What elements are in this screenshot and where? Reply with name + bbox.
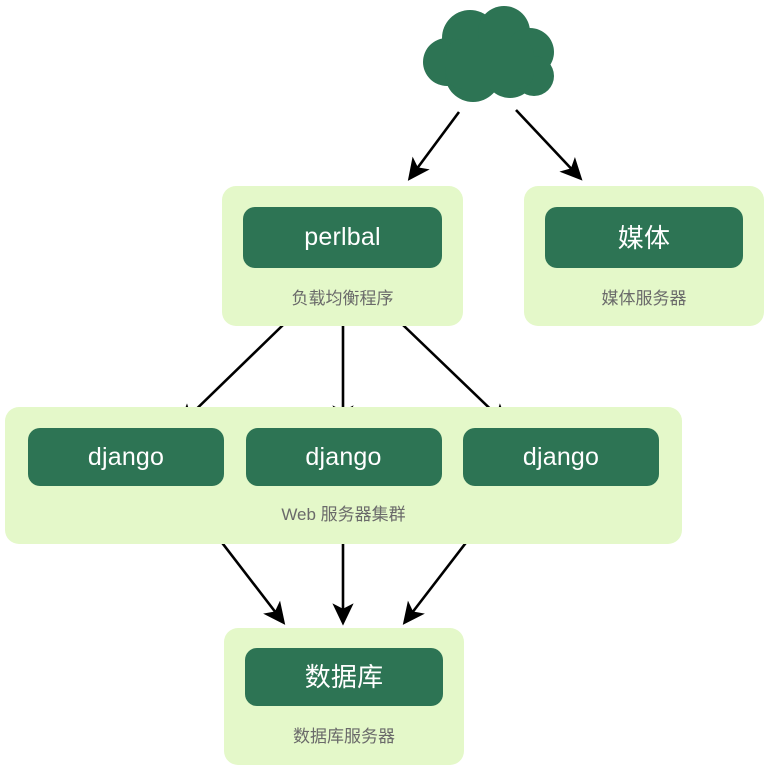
node-django-2[interactable]: django [245,428,442,486]
node-perlbal[interactable]: perlbal [243,207,442,268]
web-cluster-node-row: django django django [5,428,682,486]
node-django-3[interactable]: django [463,428,659,486]
edge-cloud-to-loadbalancer [407,111,461,181]
caption-web-cluster: Web 服务器集群 [281,505,406,524]
group-load-balancer[interactable]: perlbal 负载均衡程序 [222,186,463,326]
caption-database: 数据库服务器 [293,727,395,746]
caption-load-balancer: 负载均衡程序 [291,289,394,308]
group-web-cluster[interactable]: django django django Web 服务器集群 [5,407,682,544]
group-database[interactable]: 数据库 数据库服务器 [224,628,464,765]
node-database[interactable]: 数据库 [245,648,443,706]
group-media[interactable]: 媒体 媒体服务器 [524,186,764,326]
edge-cloud-to-media [515,109,583,181]
node-media[interactable]: 媒体 [545,207,743,268]
cloud-icon [423,6,554,102]
node-django-1[interactable]: django [28,428,224,486]
caption-media: 媒体服务器 [601,289,687,308]
